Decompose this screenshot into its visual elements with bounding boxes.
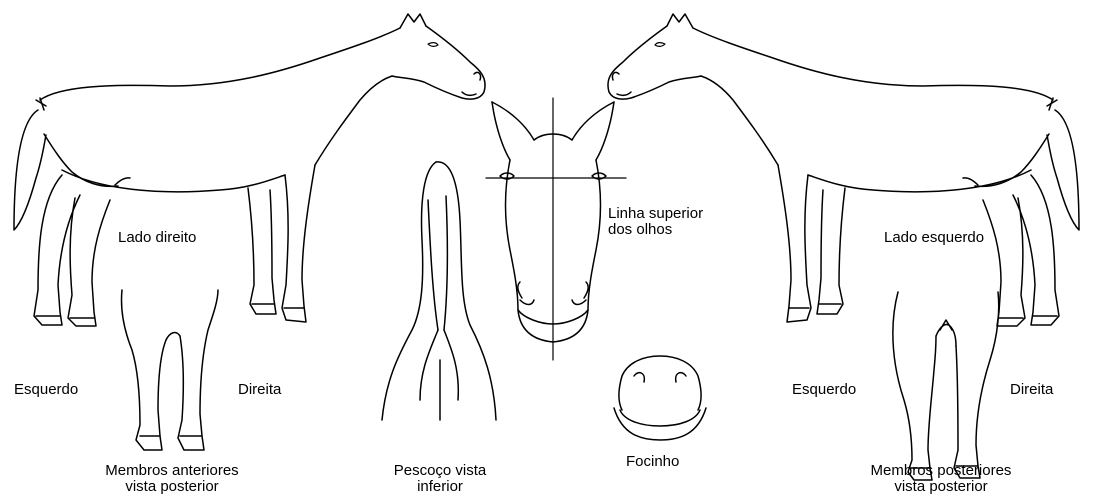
horse-right-side-view <box>14 14 485 326</box>
label-right-side: Lado direito <box>118 230 196 246</box>
label-neck-caption: Pescoço vista inferior <box>378 463 502 495</box>
label-hind-caption: Membros posteriores vista posterior <box>848 463 1034 495</box>
label-eye-line: Linha superior dos olhos <box>608 206 703 238</box>
neck-inferior-view <box>382 162 496 420</box>
head-front-view <box>486 98 626 360</box>
muzzle-view <box>614 356 706 440</box>
label-front-caption: Membros anteriores vista posterior <box>88 463 256 495</box>
label-eye-line-2: dos olhos <box>608 222 703 238</box>
label-hind-caption-2: vista posterior <box>848 479 1034 495</box>
label-muzzle: Focinho <box>626 454 679 470</box>
hind-limbs-posterior-view <box>893 292 999 480</box>
label-neck-caption-2: inferior <box>378 479 502 495</box>
front-limbs-posterior-view <box>121 290 218 450</box>
label-front-left: Esquerdo <box>14 382 78 398</box>
label-left-side: Lado esquerdo <box>884 230 984 246</box>
label-front-caption-1: Membros anteriores <box>88 463 256 479</box>
label-front-caption-2: vista posterior <box>88 479 256 495</box>
label-neck-caption-1: Pescoço vista <box>378 463 502 479</box>
label-hind-left: Esquerdo <box>792 382 856 398</box>
label-hind-caption-1: Membros posteriores <box>848 463 1034 479</box>
horse-left-side-view <box>608 14 1079 326</box>
label-front-right: Direita <box>238 382 281 398</box>
label-eye-line-1: Linha superior <box>608 206 703 222</box>
label-hind-right: Direita <box>1010 382 1053 398</box>
